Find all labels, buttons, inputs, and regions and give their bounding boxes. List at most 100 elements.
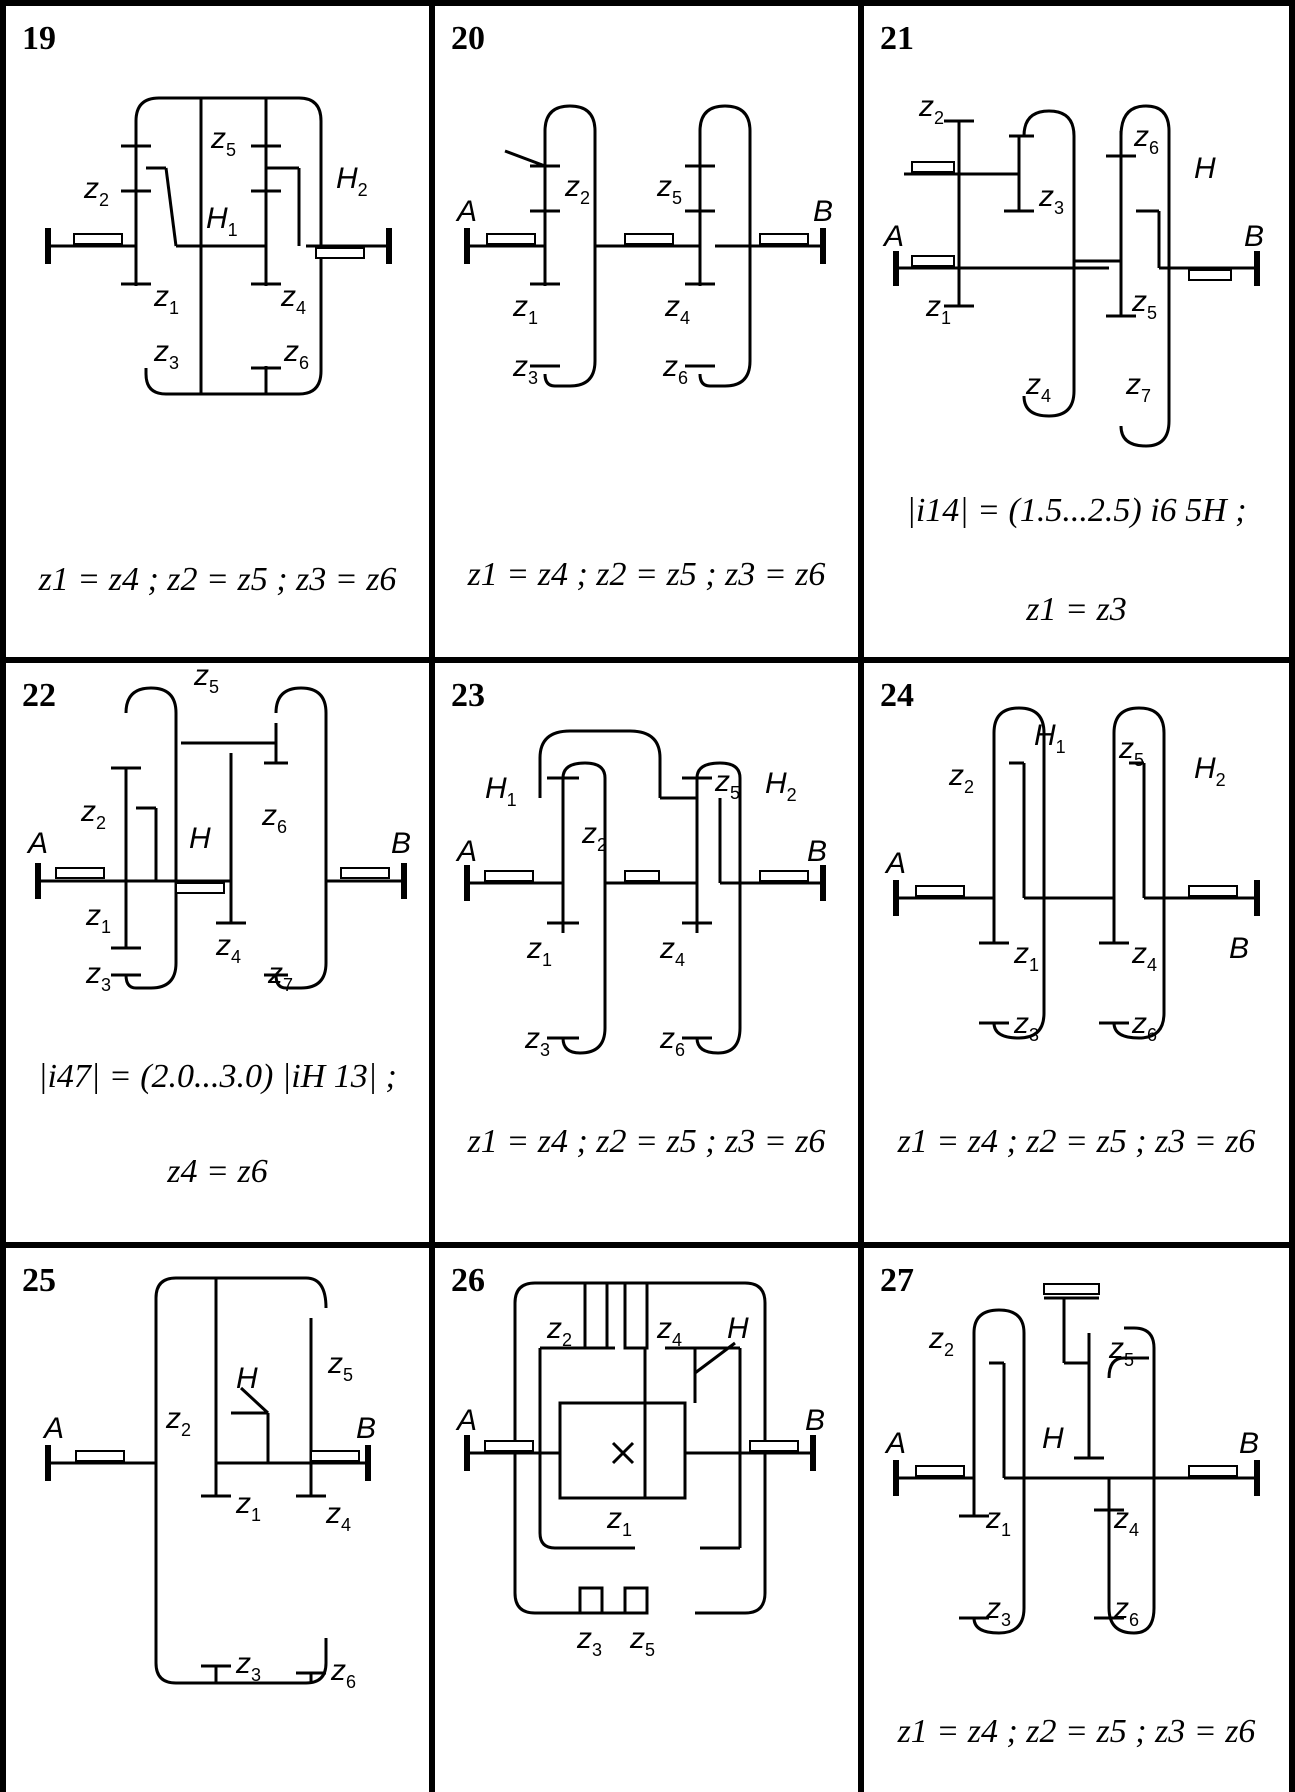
- label-z1: z1: [526, 932, 552, 970]
- label-z5: z5: [714, 765, 740, 803]
- formula-line-1: |i14| = (1.5...2.5) i6 5H ;: [906, 492, 1247, 529]
- label-A: A: [882, 220, 904, 253]
- label-H2: H2: [1194, 752, 1226, 790]
- label-z6: z6: [1131, 1007, 1157, 1045]
- scheme-diagram: A B H1 H2 z2 z5 z1 z4 z3 z6: [884, 706, 1260, 1045]
- formula-line-1: z1 = z4 ; z2 = z5 ; z3 = z6: [897, 1713, 1256, 1750]
- label-z2: z2: [918, 90, 944, 128]
- scheme-diagram: A B H z2 z3 z6 z1 z5 z4 z7: [882, 90, 1264, 448]
- label-z4: z4: [1113, 1502, 1139, 1540]
- label-z3: z3: [524, 1022, 550, 1060]
- label-A: A: [884, 1427, 906, 1460]
- label-z5: z5: [1118, 732, 1144, 770]
- label-z1: z1: [606, 1502, 632, 1540]
- panel-22: 22: [6, 663, 429, 1242]
- label-B: B: [1229, 932, 1249, 965]
- label-B: B: [805, 1404, 825, 1437]
- panel-number: 22: [22, 677, 56, 714]
- label-z2: z2: [928, 1322, 954, 1360]
- grid-divider-h1: [0, 657, 1295, 663]
- label-H: H: [1194, 152, 1216, 185]
- label-B: B: [1239, 1427, 1259, 1460]
- panel-19: 19: [6, 6, 429, 657]
- panel-20: 20 A B: [435, 6, 858, 657]
- label-z2: z2: [80, 795, 106, 833]
- label-z5: z5: [656, 170, 682, 208]
- formula-line-1: z1 = z4 ; z2 = z5 ; z3 = z6: [467, 556, 826, 593]
- label-H: H: [189, 822, 211, 855]
- label-B: B: [391, 827, 411, 860]
- label-B: B: [1244, 220, 1264, 253]
- panel-27: 27: [864, 1248, 1289, 1792]
- label-z2: z2: [546, 1312, 572, 1350]
- label-z1: z1: [512, 290, 538, 328]
- label-z1: z1: [235, 1487, 261, 1525]
- label-H: H: [1042, 1422, 1064, 1455]
- label-B: B: [813, 195, 833, 228]
- label-z1: z1: [1013, 937, 1039, 975]
- label-z5: z5: [1108, 1332, 1134, 1370]
- label-z3: z3: [576, 1622, 602, 1660]
- label-A: A: [26, 827, 48, 860]
- panel-21: 21 A B: [864, 6, 1289, 657]
- panel-23: 23: [435, 663, 858, 1242]
- label-z6: z6: [330, 1654, 356, 1692]
- label-z7: z7: [1125, 368, 1151, 406]
- grid-divider-v1: [429, 0, 435, 1792]
- label-z6: z6: [283, 335, 309, 373]
- label-z6: z6: [1133, 120, 1159, 158]
- panel-number: 27: [880, 1262, 914, 1299]
- panel-number: 21: [880, 20, 914, 57]
- label-z3: z3: [985, 1592, 1011, 1630]
- panel-24: 24 A B H1: [864, 663, 1289, 1242]
- label-z5: z5: [1131, 285, 1157, 323]
- grid-border-top: [0, 0, 1295, 6]
- label-z1: z1: [153, 280, 179, 318]
- panel-26: 26: [435, 1248, 858, 1792]
- label-z2: z2: [581, 817, 607, 855]
- label-B: B: [807, 835, 827, 868]
- formula-line-2: z4 = z6: [167, 1153, 268, 1190]
- label-z4: z4: [280, 280, 306, 318]
- panel-number: 24: [880, 677, 914, 714]
- panel-number: 19: [22, 20, 56, 57]
- label-B: B: [356, 1412, 376, 1445]
- formula-line-1: z1 = z4 ; z2 = z5 ; z3 = z6: [38, 561, 397, 598]
- label-z1: z1: [85, 899, 111, 937]
- label-z5: z5: [210, 122, 236, 160]
- label-A: A: [884, 847, 906, 880]
- grid-divider-v2: [858, 0, 864, 1792]
- scheme-diagram: z2 z5 H1 H2 z1 z4 z3 z6: [45, 96, 392, 396]
- panel-25: 25 A B H: [6, 1248, 429, 1792]
- label-z4: z4: [1025, 368, 1051, 406]
- label-z3: z3: [235, 1647, 261, 1685]
- label-z2: z2: [83, 172, 109, 210]
- formula-line-2: z1 = z3: [1026, 591, 1127, 628]
- scheme-diagram: A B H z2 z4 z1 z3 z5: [455, 1281, 825, 1660]
- label-z4: z4: [215, 929, 241, 967]
- label-A: A: [455, 195, 477, 228]
- label-z7: z7: [267, 957, 293, 995]
- label-z4: z4: [664, 290, 690, 328]
- label-H1: H1: [206, 202, 238, 240]
- label-z1: z1: [985, 1502, 1011, 1540]
- scheme-diagram: A B H z2 z5 z6 z1 z4 z3 z7: [26, 663, 411, 995]
- label-H: H: [727, 1312, 749, 1345]
- label-z6: z6: [659, 1022, 685, 1060]
- label-z3: z3: [1013, 1007, 1039, 1045]
- label-A: A: [42, 1412, 64, 1445]
- label-z4: z4: [325, 1497, 351, 1535]
- label-H2: H2: [765, 767, 797, 805]
- label-z3: z3: [512, 350, 538, 388]
- label-z6: z6: [662, 350, 688, 388]
- scheme-diagram: A B H z2 z5 z1 z4 z3 z6: [884, 1283, 1260, 1635]
- formula-line-1: z1 = z4 ; z2 = z5 ; z3 = z6: [897, 1123, 1256, 1160]
- label-z2: z2: [948, 759, 974, 797]
- label-A: A: [455, 1404, 477, 1437]
- label-z4: z4: [659, 932, 685, 970]
- label-z6: z6: [1113, 1592, 1139, 1630]
- grid-border-left: [0, 0, 6, 1792]
- formula-line-1: |i47| = (2.0...3.0) |iH 13| ;: [38, 1058, 397, 1095]
- scheme-diagram: A B H1 H2 z2 z5 z1 z4 z3 z6: [455, 729, 827, 1060]
